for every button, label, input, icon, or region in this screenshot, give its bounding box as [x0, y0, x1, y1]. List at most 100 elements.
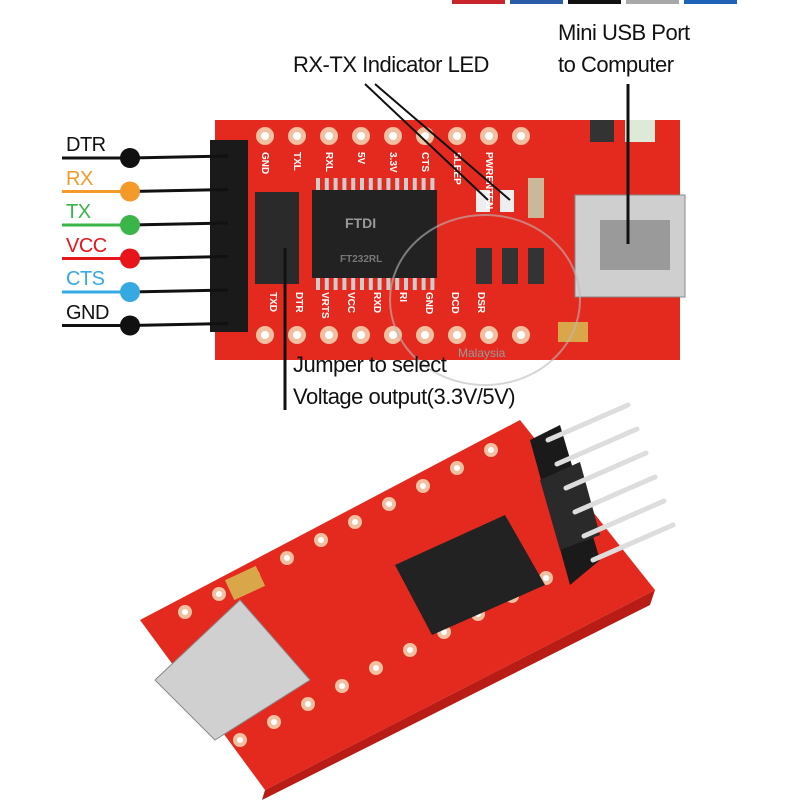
- chip-leg: [324, 178, 329, 190]
- silk-label: DSR: [475, 292, 486, 314]
- resistor: [476, 248, 492, 284]
- color-bar-red: [452, 0, 505, 4]
- silk-label: DTR: [293, 292, 304, 313]
- silk-label: CTS: [419, 152, 430, 172]
- header-pin: [554, 426, 640, 467]
- silk-label: VCC: [345, 292, 356, 313]
- header-pin: [545, 402, 631, 443]
- silk-label: SLEEP: [451, 152, 462, 185]
- chip-leg: [360, 278, 364, 290]
- silk-label: GND: [259, 152, 270, 174]
- led-pointer-line: [374, 83, 511, 201]
- pin-dot: [120, 282, 140, 302]
- silk-label: GND: [423, 292, 434, 314]
- header-pin: [590, 522, 676, 563]
- jumper: [255, 192, 299, 284]
- silk-label: RI: [397, 292, 408, 302]
- bottom-mini-usb-port: [154, 599, 311, 741]
- color-bar-blue: [510, 0, 563, 4]
- chip-model: FT232RL: [340, 254, 382, 265]
- led-annotation: RX-TX Indicator LED: [293, 52, 489, 77]
- pin-dot: [120, 215, 140, 235]
- chip-leg: [395, 278, 400, 290]
- pin-dot: [120, 248, 140, 269]
- jumper-annotation-line2: Voltage output(3.3V/5V): [293, 384, 516, 409]
- ftdi-chip: [312, 190, 437, 278]
- led-pointer-line: [364, 83, 489, 201]
- chip-leg: [404, 178, 408, 190]
- chip-leg: [412, 278, 417, 290]
- header-pin: [572, 474, 658, 515]
- pin-leader-line: [129, 255, 229, 260]
- chip-leg: [351, 278, 356, 290]
- bottom-ftdi-chip: [395, 515, 545, 635]
- capacitor: [528, 178, 544, 218]
- color-bar-blue-2: [684, 0, 737, 4]
- pin-leader-line: [129, 188, 229, 193]
- pin-label-vcc: VCC: [66, 234, 107, 257]
- header-pin: [563, 450, 649, 491]
- chip-leg: [430, 178, 435, 190]
- pin-label-dtr: DTR: [66, 134, 106, 156]
- chip-leg: [316, 278, 320, 290]
- pin-dot: [120, 315, 140, 336]
- chip-leg: [421, 278, 426, 290]
- chip-brand: FTDI: [345, 215, 376, 231]
- usb-annotation-line1: Mini USB Port: [558, 20, 690, 45]
- jumper-annotation-line1: Jumper to select: [293, 352, 447, 377]
- resistor: [590, 120, 614, 142]
- usb-annotation-line2: to Computer: [558, 52, 674, 77]
- chip-leg: [395, 178, 400, 190]
- chip-leg: [412, 178, 417, 190]
- usb-opening: [600, 220, 670, 270]
- led-rx: [476, 190, 490, 212]
- pin-leader-line: [129, 322, 229, 327]
- header-pin: [581, 498, 667, 539]
- silk-label: 3.3V: [387, 152, 398, 173]
- chip-leg: [430, 278, 435, 290]
- watermark-logo: [389, 214, 581, 386]
- pin-dot: [120, 148, 140, 168]
- chip-leg: [351, 178, 356, 190]
- pin-leader-line: [129, 288, 229, 294]
- watermark-text: Malaysia: [458, 346, 506, 360]
- chip-leg: [342, 278, 347, 290]
- chip-leg: [333, 278, 338, 290]
- chip-leg: [421, 178, 426, 190]
- pin-leader-line: [129, 154, 229, 160]
- pin-leader-line: [129, 221, 229, 227]
- chip-leg: [377, 178, 382, 190]
- chip-leg: [377, 278, 382, 290]
- chip-leg: [386, 278, 391, 290]
- pin-dot: [120, 181, 140, 202]
- chip-leg: [368, 278, 373, 290]
- silk-label: VRTS: [319, 292, 330, 319]
- silk-label: RXL: [323, 152, 334, 172]
- pin-header: [210, 140, 248, 332]
- chip-leg: [368, 178, 373, 190]
- chip-leg: [324, 278, 329, 290]
- chip-leg: [360, 178, 364, 190]
- silk-label: TXL: [291, 152, 302, 171]
- chip-leg: [333, 178, 338, 190]
- color-bar-gray: [626, 0, 679, 4]
- pin-label-cts: CTS: [66, 268, 105, 290]
- bottom-capacitor: [224, 565, 266, 601]
- silk-label: TXD: [267, 292, 278, 312]
- chip-leg: [316, 178, 320, 190]
- power-led: [625, 120, 655, 142]
- chip-leg: [386, 178, 391, 190]
- pin-label-gnd: GND: [66, 301, 109, 324]
- silk-label: DCD: [449, 292, 460, 314]
- silk-label: 5V: [355, 152, 366, 165]
- pin-label-tx: TX: [66, 201, 91, 223]
- bottom-jumper: [540, 462, 600, 550]
- chip-leg: [404, 278, 408, 290]
- resistor: [528, 248, 544, 284]
- pin-label-rx: RX: [66, 167, 93, 190]
- resistor: [502, 248, 518, 284]
- color-bar-black: [568, 0, 621, 4]
- chip-leg: [342, 178, 347, 190]
